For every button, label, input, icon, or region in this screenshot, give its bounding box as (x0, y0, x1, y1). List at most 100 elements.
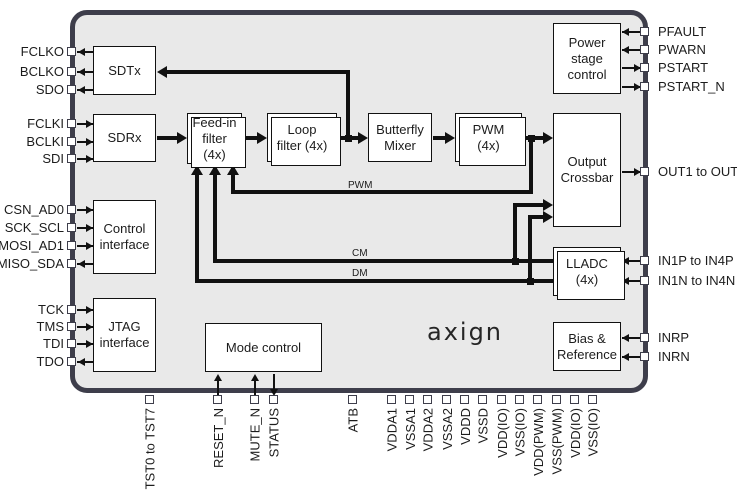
pin-BCLKI (67, 137, 76, 146)
pin-stub (622, 86, 641, 88)
wire (529, 138, 533, 194)
pin-label: VDDA1 (384, 408, 400, 452)
pin-label: SDO (35, 82, 64, 97)
pin-stub (77, 361, 93, 363)
wire-junction (344, 134, 352, 142)
pin-stub (77, 326, 93, 328)
cm-signal-label: CM (352, 248, 368, 259)
arrowhead-icon (250, 374, 259, 381)
pin-label: ATB (345, 408, 361, 433)
pin-PWARN (640, 45, 649, 54)
arrow-left-icon (78, 47, 85, 56)
pin-VDDA1 (387, 395, 396, 404)
pin-stub (77, 343, 93, 345)
pin-CSN_AD0 (67, 205, 76, 214)
output-crossbar-label: Crossbar (560, 170, 614, 185)
dm-signal-label: DM (352, 268, 368, 279)
pin-stub (77, 89, 93, 91)
pin-label: VDD(PWM) (530, 408, 546, 476)
arrow-right-icon (86, 205, 93, 214)
pin-label: FCLKO (20, 44, 64, 59)
arrowhead-icon (543, 211, 553, 223)
pin-PFAULT (640, 27, 649, 36)
wire (213, 259, 555, 263)
arrow-right-icon (634, 82, 641, 91)
wire-junction (526, 277, 534, 285)
pin-stub (77, 51, 93, 53)
sdrx-block: SDRx (93, 114, 156, 162)
pin-stub (77, 123, 93, 125)
bias-reference-label: Reference (557, 346, 617, 362)
pin-TDO (67, 357, 76, 366)
pin-INRN (640, 352, 649, 361)
pin-stub (77, 71, 93, 73)
pin-MISO_SDA (67, 259, 76, 268)
pin-stub (622, 171, 641, 173)
arrowhead-icon (213, 374, 222, 381)
pin-IN1N to IN4N (640, 276, 649, 285)
pin-STATUS (269, 395, 278, 404)
pin-label: OUT1 to OUT4 (658, 164, 737, 179)
pin-label: STATUS (266, 408, 282, 458)
pin-RESET_N (213, 395, 222, 404)
power-stage-control-label: stage (571, 50, 603, 66)
pin-VSS(IO) (588, 395, 597, 404)
power-stage-control-label: Power (568, 34, 606, 50)
pin-stub (77, 158, 93, 160)
pin-label: INRN (658, 349, 690, 364)
axign-logo: axign (426, 318, 504, 346)
arrow-right-icon (86, 223, 93, 232)
pin-label: BCLKO (19, 64, 64, 79)
loop-filter-label: Loop (287, 121, 317, 137)
bias-reference-block: Bias &Reference (553, 322, 621, 371)
pin-label: SCK_SCL (4, 220, 64, 235)
arrow-left-icon (78, 67, 85, 76)
pin-MOSI_AD1 (67, 241, 76, 250)
wire (195, 165, 199, 283)
pin-label: VSSA1 (402, 408, 418, 450)
pin-label: PSTART_N (658, 79, 725, 94)
pin-SDI (67, 154, 76, 163)
pin-VDDD (460, 395, 469, 404)
arrowhead-icon (445, 132, 455, 144)
pin-TST0 to TST7 (145, 395, 154, 404)
pin-VSS(PWM) (552, 395, 561, 404)
lladc-label: (4x) (575, 271, 599, 287)
pin-label: PWARN (658, 42, 706, 57)
pin-label: TMS (36, 319, 64, 334)
pin-stub (622, 49, 641, 51)
arrowhead-icon (543, 132, 553, 144)
pwm-signal-label: PWM (348, 180, 373, 191)
feed-in-filter-label: (4x) (203, 146, 226, 162)
wire (195, 279, 555, 283)
arrow-left-icon (622, 45, 629, 54)
pin-VSS(IO) (515, 395, 524, 404)
pin-VDD(PWM) (533, 395, 542, 404)
pin-label: VDD(IO) (567, 408, 583, 458)
pin-label: CSN_AD0 (4, 202, 64, 217)
pin-label: TDO (36, 354, 64, 369)
wire (513, 203, 517, 263)
arrowhead-icon (191, 165, 203, 175)
sdrx-label: SDRx (107, 130, 142, 145)
pin-PSTART_N (640, 82, 649, 91)
pwm-label: PWM (472, 121, 505, 137)
pin-FCLKO (67, 47, 76, 56)
pin-label: MOSI_AD1 (0, 238, 64, 253)
bias-reference-label: Bias & (568, 330, 606, 346)
arrowhead-icon (543, 199, 553, 211)
pin-stub (77, 141, 93, 143)
feed-in-filter-label: Feed-in (192, 114, 237, 130)
arrow-left-icon (622, 256, 629, 265)
wire (433, 136, 447, 140)
pin-label: FCLKI (27, 116, 64, 131)
wire-junction (511, 257, 519, 265)
wire (528, 215, 532, 283)
pin-label: VSS(IO) (585, 408, 601, 457)
arrow-left-icon (622, 276, 629, 285)
pin-stub (622, 31, 641, 33)
pin-label: VDDD (457, 408, 473, 445)
pwm-block: PWM(4x) (455, 113, 526, 166)
